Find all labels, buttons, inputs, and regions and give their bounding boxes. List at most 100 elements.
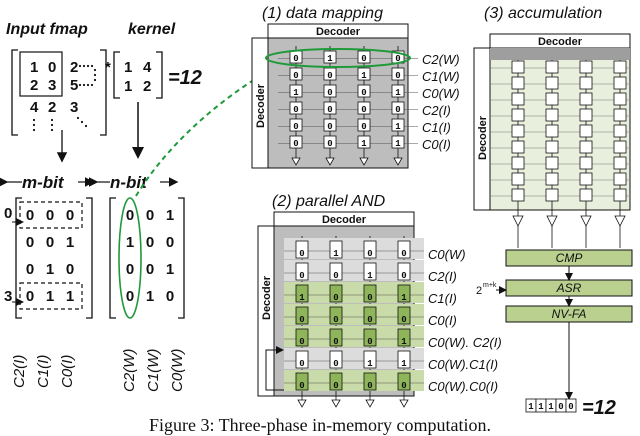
sense-amp-icon (325, 157, 335, 166)
memory-cell (545, 172, 559, 186)
cell-value: 1 (401, 293, 407, 303)
memory-cell (295, 262, 309, 281)
memory-cell (323, 118, 337, 132)
memory-cell (397, 350, 411, 369)
bit-cell: 1 (46, 288, 54, 305)
bit-cell: 0 (126, 207, 134, 224)
phase2-feedback-line (265, 346, 284, 391)
cell-value: 1 (395, 88, 401, 98)
memory-cell (289, 67, 303, 81)
sense-amp-icon (393, 157, 403, 166)
row-label: C0(W) (428, 247, 466, 262)
sense-amp-icon (291, 157, 301, 166)
cell-value: 0 (333, 359, 338, 369)
memory-cell (357, 67, 371, 81)
memory-cell (329, 306, 343, 325)
memory-cell (511, 172, 525, 186)
memory-cell (545, 108, 559, 122)
memory-cell (295, 240, 309, 259)
fmap-ellipsis-dots (32, 64, 97, 132)
memory-cell (363, 240, 377, 259)
active-row (490, 48, 630, 60)
memory-cell (391, 84, 405, 98)
phase1-array (267, 37, 409, 169)
array-row (284, 260, 424, 281)
bit-cell: 0 (26, 234, 34, 251)
memory-cell (397, 328, 411, 347)
cell-value: 0 (361, 105, 366, 115)
phase2-decoder-label: Decoder (322, 214, 367, 226)
m-bit-label: m-bit (22, 173, 65, 192)
output-result: =12 (582, 397, 616, 419)
memory-cell (613, 140, 627, 154)
memory-cell (357, 84, 371, 98)
memory-cell (545, 140, 559, 154)
bit-cell: 1 (166, 261, 174, 278)
fmap-cell: 3 (70, 99, 78, 116)
cell-value: 0 (367, 337, 372, 347)
memory-cell (363, 328, 377, 347)
memory-cell (545, 76, 559, 90)
memory-cell (363, 262, 377, 281)
memory-cell (613, 92, 627, 106)
figure-caption: Figure 3: Three-phase in-memory computat… (149, 415, 491, 435)
cell-value: 0 (361, 54, 366, 64)
fmap-bracket-left (11, 49, 18, 136)
bit-cell: 0 (26, 261, 34, 278)
fmap-window-box (19, 51, 63, 97)
asr-label: ASR (556, 281, 582, 295)
shift-exponent: m+k (483, 282, 497, 289)
sense-amp-icon (614, 215, 626, 227)
memory-cell (295, 306, 309, 325)
row-marker: 3 (4, 288, 12, 305)
row-label: C1(W) (422, 69, 460, 84)
memory-cell (613, 124, 627, 138)
cell-value: 0 (327, 139, 332, 149)
memory-cell (295, 372, 309, 391)
input-fmap-title: Input fmap (6, 21, 88, 38)
kernel-bracket-right (156, 51, 163, 99)
row-label: C0(W).C0(I) (428, 379, 498, 394)
cell-value: 1 (327, 54, 333, 64)
row-label: C2(I) (422, 103, 451, 118)
phase3-array (489, 47, 631, 211)
memory-cell (579, 188, 593, 202)
memory-cell (511, 124, 525, 138)
sense-amp-icon (365, 399, 375, 408)
cell-value: 0 (299, 249, 304, 259)
cell-value: 0 (333, 315, 338, 325)
cell-value: 1 (361, 139, 367, 149)
input-bits-bracket-right (86, 197, 93, 319)
phase2-row-labels: C0(W)C2(I)C1(I)C0(I)C0(W). C2(I)C0(W).C1… (428, 247, 502, 394)
cell-value: 0 (367, 315, 372, 325)
kernel-result: =12 (168, 67, 202, 89)
cell-value: 0 (361, 122, 366, 132)
memory-cell (579, 76, 593, 90)
cell-value: 1 (395, 122, 401, 132)
sense-amp-icon (297, 399, 307, 408)
memory-cell (295, 328, 309, 347)
sense-amp-icon (331, 399, 341, 408)
kernel-bracket-left (113, 51, 120, 99)
cell-value: 0 (299, 381, 304, 391)
array-row (284, 304, 424, 325)
memory-cell (511, 188, 525, 202)
cell-value: 0 (299, 271, 304, 281)
memory-cell (579, 108, 593, 122)
fmap-cell: 2 (70, 59, 78, 76)
bit-cell: 0 (166, 234, 174, 251)
memory-cell (323, 50, 337, 64)
memory-cell (295, 284, 309, 303)
fmap-cell: 4 (30, 99, 39, 116)
cell-value: 0 (333, 293, 338, 303)
kernel-c0-column-highlight (118, 197, 142, 319)
cmp-label: CMP (556, 251, 583, 265)
phase2-title: (2) parallel AND (272, 193, 386, 210)
fmap-cell: 1 (30, 59, 38, 76)
cell-value: 1 (293, 88, 299, 98)
phase3-title: (3) accumulation (484, 5, 602, 22)
bit-cell: 0 (46, 207, 54, 224)
